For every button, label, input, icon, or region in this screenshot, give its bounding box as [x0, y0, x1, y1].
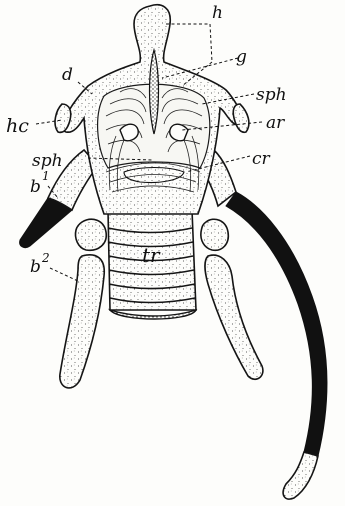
right-process [233, 104, 249, 132]
left-lower-horn [60, 255, 104, 388]
label-b1-superscript: 1 [42, 169, 50, 183]
label-sph-upper: sph [256, 85, 287, 105]
label-cr: cr [252, 149, 271, 169]
left-joint [75, 219, 106, 250]
label-b1: b [30, 177, 41, 197]
right-horn-tip [283, 452, 318, 499]
label-hc: hc [6, 115, 29, 137]
label-sph-lower: sph [32, 151, 63, 171]
label-h: h [212, 3, 223, 23]
trachea-end [110, 310, 196, 319]
right-arytenoid [170, 124, 188, 141]
label-tr: tr [142, 243, 161, 267]
right-lower-horn [205, 255, 263, 379]
right-joint [201, 219, 228, 250]
label-b2-superscript: 2 [41, 251, 50, 265]
left-arytenoid [120, 124, 138, 141]
label-d: d [62, 65, 73, 85]
label-g: g [236, 47, 247, 67]
label-ar: ar [266, 113, 285, 133]
label-b2: b [30, 257, 41, 277]
